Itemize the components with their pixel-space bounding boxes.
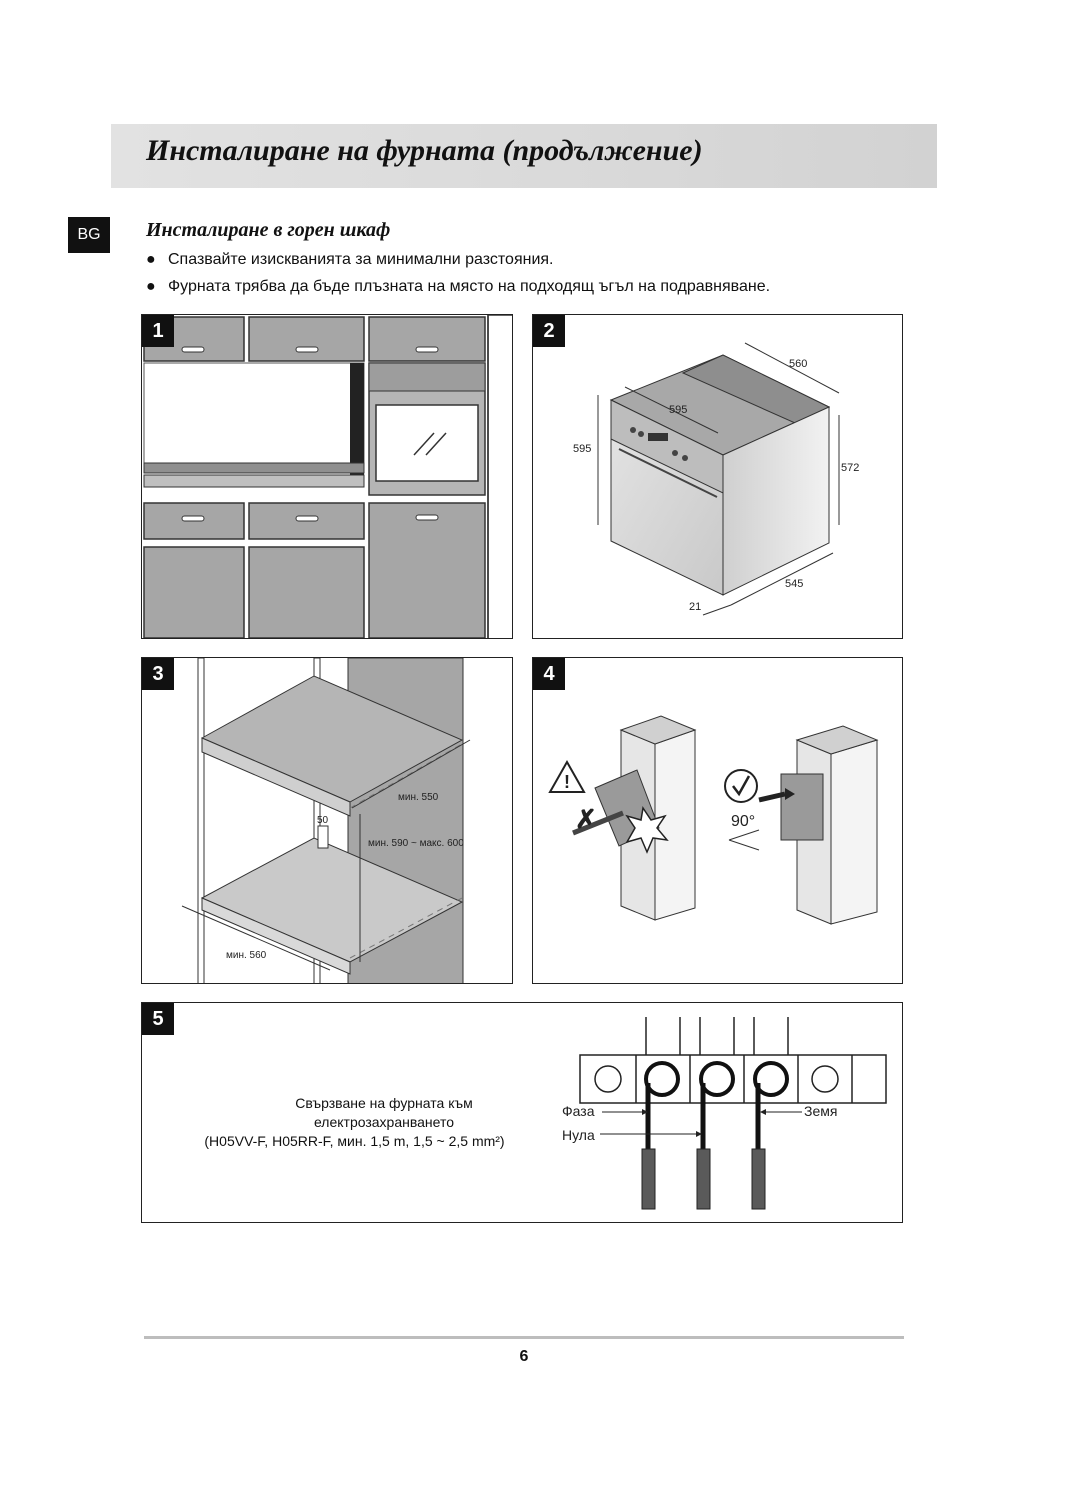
impact-burst-icon <box>625 806 669 854</box>
bullet-text: Фурната трябва да бъде плъзната на място… <box>168 278 771 295</box>
figure-2-oven-dimensions: 2 595 595 560 572 545 <box>532 314 903 639</box>
bullet-dot-icon: ● <box>146 278 156 295</box>
caption-line-1: Свързване на фурната към <box>295 1095 473 1111</box>
dim-side-height: 572 <box>841 462 859 474</box>
dim-vent: 50 <box>317 815 329 826</box>
figure-4-insertion-angle: 4 ! ✗ 90° <box>532 657 903 984</box>
cross-icon: ✗ <box>575 804 597 834</box>
earth-label: Земя <box>804 1103 837 1119</box>
figure-number: 1 <box>142 315 174 347</box>
figure-1-kitchen-cabinets: 1 <box>141 314 513 639</box>
terminal-block-illustration: Фаза Нула Земя <box>562 1017 887 1210</box>
bullet-item: ● Спазвайте изискванията за минимални раз… <box>146 251 554 269</box>
dim-depth-min: мин. 550 <box>398 792 439 803</box>
section-title: Инсталиране в горен шкаф <box>146 219 391 241</box>
title-band <box>111 124 937 188</box>
caption-line-2: електрозахранването <box>313 1114 455 1130</box>
angle-label: 90° <box>731 813 755 830</box>
figure-number: 3 <box>142 658 174 690</box>
svg-text:!: ! <box>564 772 570 792</box>
insertion-angle-illustration: ! ✗ 90° <box>548 715 879 925</box>
page-title: Инсталиране на фурната (продължение) <box>146 134 703 167</box>
footer-rule <box>144 1336 904 1339</box>
figure-3-cabinet-niche: 3 мин. 550 50 мин. 590 ~ макс. 600 мин. … <box>141 657 513 984</box>
dim-height-range: мин. 590 ~ макс. 600 <box>368 838 464 849</box>
cabinet-niche-illustration: мин. 550 50 мин. 590 ~ макс. 600 мин. 56… <box>181 658 471 983</box>
bullet-dot-icon: ● <box>146 251 156 268</box>
oven-dimension-illustration: 595 595 560 572 545 21 <box>573 342 859 616</box>
figure-number: 2 <box>533 315 565 347</box>
dim-depth: 560 <box>789 358 807 370</box>
language-tab: BG <box>68 217 110 253</box>
caption-line-3: (H05VV-F, H05RR-F, мин. 1,5 m, 1,5 ~ 2,5… <box>204 1133 505 1149</box>
page-number: 6 <box>519 1348 529 1365</box>
neutral-label: Нула <box>562 1127 595 1143</box>
warning-icon <box>548 759 586 793</box>
dim-width: 595 <box>669 404 687 416</box>
kitchen-illustration <box>142 315 512 638</box>
dim-width-min: мин. 560 <box>226 950 267 961</box>
bullet-item: ● Фурната трябва да бъде плъзната на мяст… <box>146 278 770 296</box>
dim-height: 595 <box>573 443 591 455</box>
figure-number: 4 <box>533 658 565 690</box>
dim-body-depth: 545 <box>785 578 803 590</box>
figure-5-electrical-connection: 5 Свързване на фурната към електрозахран… <box>141 1002 903 1223</box>
bullet-text: Спазвайте изискванията за минимални разс… <box>168 251 554 268</box>
check-icon <box>724 769 758 803</box>
phase-label: Фаза <box>562 1103 595 1119</box>
dim-front: 21 <box>689 601 701 613</box>
figure-number: 5 <box>142 1003 174 1035</box>
